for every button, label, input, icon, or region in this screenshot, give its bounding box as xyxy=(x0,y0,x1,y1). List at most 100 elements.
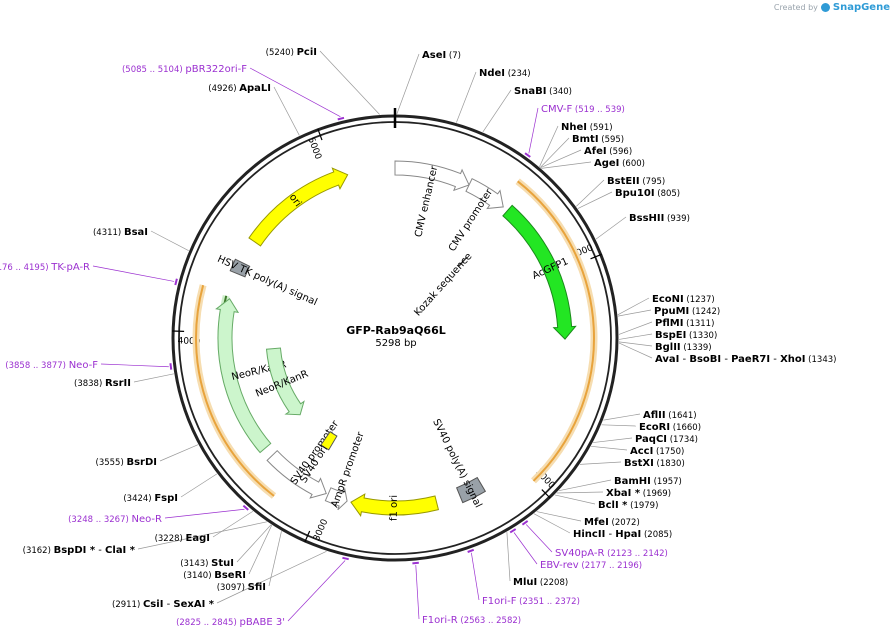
primer-f1orif[interactable]: F1ori-F (2351 .. 2372) xyxy=(482,596,580,607)
enzyme-site-bsteii[interactable]: BstEII (795) xyxy=(607,176,665,187)
primer-pbabe3[interactable]: (2825 .. 2845) pBABE 3' xyxy=(176,617,285,628)
enzyme-site-apali[interactable]: (4926) ApaLI xyxy=(208,83,271,94)
region-arc xyxy=(517,180,595,482)
enzyme-leader-line xyxy=(617,297,650,316)
enzyme-site-group[interactable]: HincII - HpaI (2085) xyxy=(573,529,672,540)
snapgene-watermark: Created by SnapGene xyxy=(774,2,890,13)
enzyme-site-pflmi[interactable]: PflMI (1311) xyxy=(655,318,714,329)
primer-neor[interactable]: (3248 .. 3267) Neo-R xyxy=(68,514,162,525)
enzyme-leader-line xyxy=(319,50,380,115)
primer-tkpar[interactable]: (4176 .. 4195) TK-pA-R xyxy=(0,262,90,273)
enzyme-site-bsshii[interactable]: BssHII (939) xyxy=(629,213,690,224)
enzyme-leader-line xyxy=(212,510,254,538)
enzyme-leader-line xyxy=(576,179,605,207)
feature-ampr-promoter[interactable] xyxy=(324,486,348,511)
enzyme-site-rsrii[interactable]: (3838) RsrII xyxy=(74,378,131,389)
enzyme-site-bseri[interactable]: (3140) BseRI xyxy=(183,570,246,581)
enzyme-site-aflii[interactable]: AflII (1641) xyxy=(643,410,697,421)
feature-acgfp1[interactable] xyxy=(502,204,577,340)
feature-ori[interactable] xyxy=(248,167,349,247)
enzyme-leader-line xyxy=(273,86,300,136)
primer-pbr322orif[interactable]: (5085 .. 5104) pBR322ori-F xyxy=(122,64,247,75)
enzyme-leader-line xyxy=(617,309,652,317)
feature-label: SV40 poly(A) signal xyxy=(430,417,483,509)
enzyme-site-ppumi[interactable]: PpuMI (1242) xyxy=(654,306,720,317)
enzyme-site-bstxi[interactable]: BstXI (1830) xyxy=(624,458,685,469)
enzyme-site-afei[interactable]: AfeI (596) xyxy=(584,146,632,157)
enzyme-site-acci[interactable]: AccI (1750) xyxy=(630,446,684,457)
tick-mark xyxy=(590,253,602,260)
enzyme-leader-line xyxy=(577,191,613,209)
enzyme-site-mlui[interactable]: MluI (2208) xyxy=(513,577,568,588)
enzyme-leader-line xyxy=(554,494,596,505)
primer-site-marker xyxy=(174,278,178,286)
primer-ebvrev[interactable]: EBV-rev (2177 .. 2196) xyxy=(540,560,642,571)
enzyme-site-bmti[interactable]: BmtI (595) xyxy=(572,134,624,145)
enzyme-site-mfei[interactable]: MfeI (2072) xyxy=(584,517,640,528)
enzyme-leader-line xyxy=(595,216,627,240)
primer-sv40par[interactable]: SV40pA-R (2123 .. 2142) xyxy=(555,548,668,559)
enzyme-leader-line xyxy=(396,53,420,115)
enzyme-leader-line xyxy=(150,230,189,252)
enzyme-site-econi[interactable]: EcoNI (1237) xyxy=(652,294,715,305)
feature-cmv-promoter[interactable] xyxy=(465,178,504,210)
enzyme-site-nhei[interactable]: NheI (591) xyxy=(561,122,613,133)
enzyme-site-bamhi[interactable]: BamHI (1957) xyxy=(614,476,682,487)
enzyme-leader-line xyxy=(133,373,174,383)
feature-sv40-ori[interactable] xyxy=(320,431,338,451)
enzyme-site-group[interactable]: AvaI - BsoBI - PaeR7I - XhoI (1343) xyxy=(655,354,836,365)
watermark-brand: SnapGene xyxy=(832,2,890,13)
enzyme-site-asei[interactable]: AseI (7) xyxy=(422,50,461,61)
plasmid-name: GFP-Rab9aQ66L xyxy=(346,324,446,337)
enzyme-site-bsrdi[interactable]: (3555) BsrDI xyxy=(96,457,158,468)
primer-cmvf[interactable]: CMV-F (519 .. 539) xyxy=(541,104,625,115)
feature-f1-ori[interactable] xyxy=(350,493,440,517)
tick-label: 3000 xyxy=(312,518,331,543)
tick-mark xyxy=(541,489,551,499)
enzyme-site-bspei[interactable]: BspEI (1330) xyxy=(655,330,717,341)
enzyme-site-ndei[interactable]: NdeI (234) xyxy=(479,68,531,79)
enzyme-leader-line xyxy=(539,125,559,167)
enzyme-leader-line xyxy=(603,413,641,421)
enzyme-site-stui[interactable]: (3143) StuI xyxy=(180,558,234,569)
region-arc xyxy=(195,284,275,497)
primer-leader-line xyxy=(415,565,420,620)
enzyme-site-agei[interactable]: AgeI (600) xyxy=(594,158,645,169)
enzyme-site-ecori[interactable]: EcoRI (1660) xyxy=(639,422,701,433)
primer-f1orir[interactable]: F1ori-R (2563 .. 2582) xyxy=(422,615,521,626)
primer-neof[interactable]: (3858 .. 3877) Neo-F xyxy=(5,360,98,371)
enzyme-site-xbai[interactable]: XbaI * (1969) xyxy=(606,488,671,499)
enzyme-site-group[interactable]: (2911) CsiI - SexAI * xyxy=(112,599,215,610)
enzyme-site-bpu10i[interactable]: Bpu10I (805) xyxy=(615,188,680,199)
feature-label: Kozak sequence xyxy=(412,251,474,318)
feature-sv40-promoter[interactable] xyxy=(266,449,327,499)
enzyme-site-group[interactable]: (3162) BspDI * - ClaI * xyxy=(23,545,136,556)
enzyme-leader-line xyxy=(137,521,268,550)
enzyme-leader-line xyxy=(540,137,570,168)
enzyme-leader-line xyxy=(618,341,653,347)
primer-leader-line xyxy=(471,552,480,601)
tick-mark xyxy=(317,128,323,141)
enzyme-leader-line xyxy=(540,149,582,168)
enzyme-site-bsai[interactable]: (4311) BsaI xyxy=(93,227,148,238)
enzyme-site-pcii[interactable]: (5240) PciI xyxy=(266,47,317,58)
feature-neor-kanr[interactable] xyxy=(265,347,305,416)
enzyme-site-bcli[interactable]: BclI * (1979) xyxy=(598,500,658,511)
enzyme-site-eagi[interactable]: (3228) EagI xyxy=(155,533,210,544)
snapgene-logo-icon xyxy=(820,3,830,12)
enzyme-site-fspi[interactable]: (3424) FspI xyxy=(123,493,178,504)
enzyme-site-bglii[interactable]: BglII (1339) xyxy=(655,342,712,353)
enzyme-site-snabi[interactable]: SnaBI (340) xyxy=(514,86,572,97)
enzyme-leader-line xyxy=(556,491,604,494)
enzyme-leader-line xyxy=(180,473,218,498)
primer-site-marker xyxy=(169,363,173,370)
tick-label: 5000 xyxy=(305,136,322,161)
primer-site-marker xyxy=(342,556,349,561)
feature-neor-kanr[interactable] xyxy=(215,298,272,454)
enzyme-site-paqci[interactable]: PaqCI (1734) xyxy=(635,434,698,445)
enzyme-site-sfii[interactable]: (3097) SfiI xyxy=(217,582,266,593)
enzyme-leader-line xyxy=(591,445,628,451)
feature-sv40-poly-a-signal[interactable] xyxy=(455,476,487,504)
feature-hsv-tk-poly-a-signal[interactable] xyxy=(229,258,251,278)
